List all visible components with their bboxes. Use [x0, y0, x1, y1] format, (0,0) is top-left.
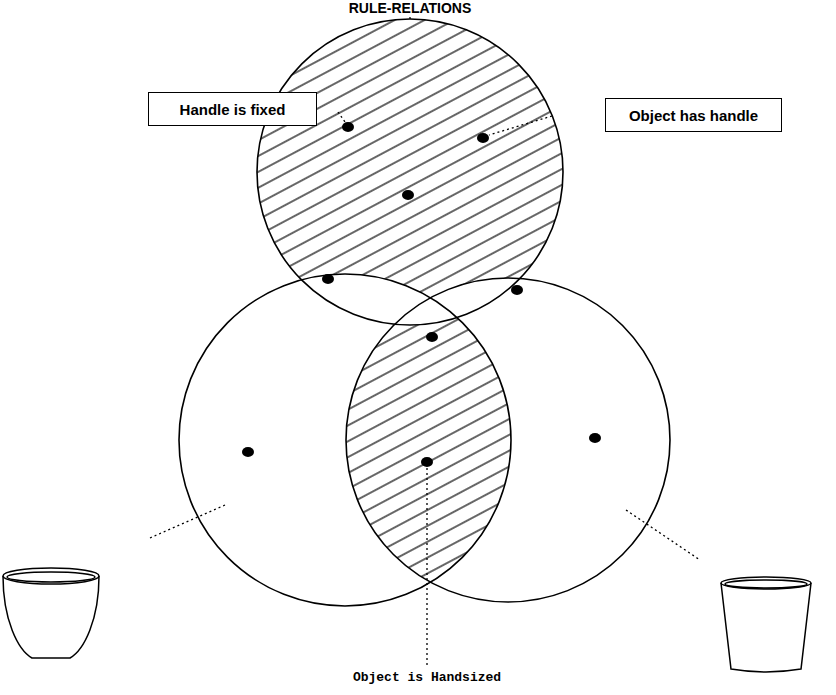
box-label: Object has handle	[629, 107, 758, 124]
region-dots	[242, 122, 601, 467]
cup-illustration	[721, 577, 811, 672]
hatched-region	[346, 278, 670, 602]
text-box: Object has handle	[605, 98, 782, 132]
bowl-illustration	[3, 568, 99, 658]
text-box: Handle is fixed	[148, 92, 317, 126]
annotation-label: RULE-RELATIONS	[347, 0, 474, 16]
set-circle	[346, 278, 670, 602]
annotation-label: Object is Handsized	[351, 670, 503, 685]
set-circle	[179, 274, 511, 606]
box-label: Handle is fixed	[180, 101, 286, 118]
